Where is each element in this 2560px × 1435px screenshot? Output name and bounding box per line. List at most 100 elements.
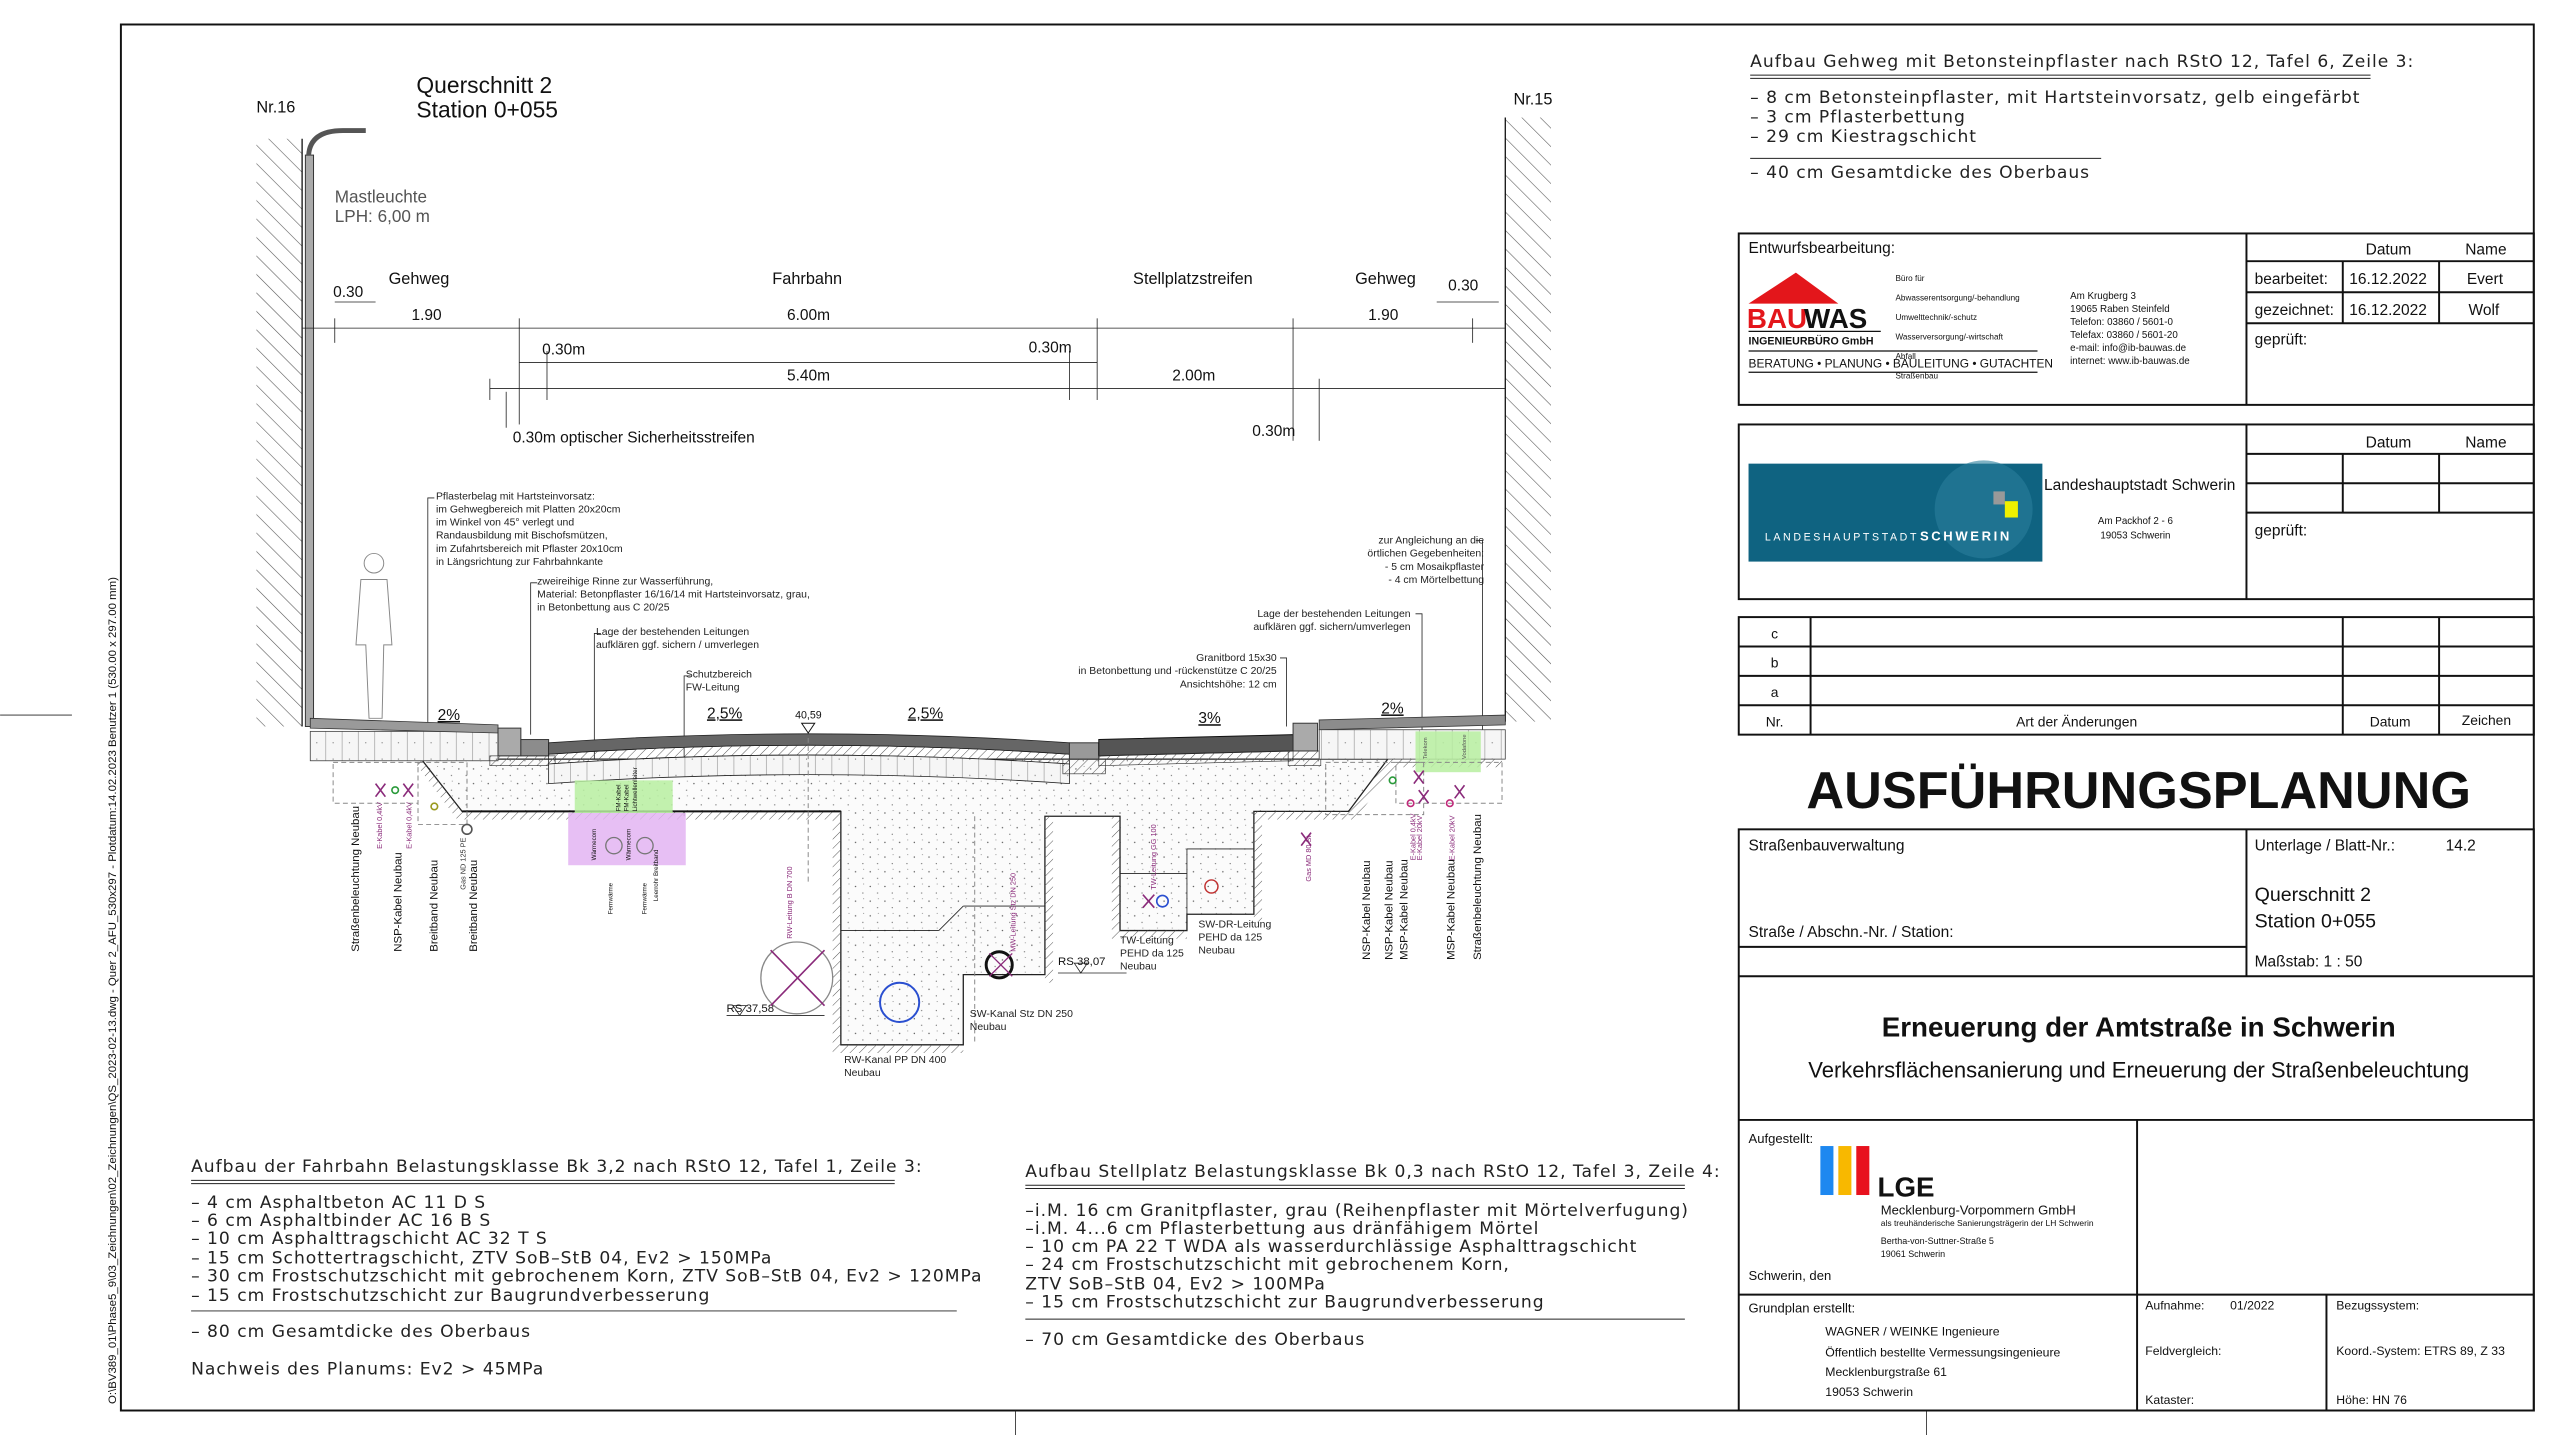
gehweg-layers-1: – 3 cm Pflasterbettung — [1750, 107, 1966, 127]
fahrbahn-layers-3: – 15 cm Schottertragschicht, ZTV SoB–StB… — [191, 1249, 772, 1269]
annotations-leitungen-right-0: Lage der bestehenden Leitungen — [1257, 609, 1410, 620]
annotations-rinne-0: zweireihige Rinne zur Wasserführung, — [537, 576, 713, 587]
fahrbahn-layers-1: – 6 cm Asphaltbinder AC 16 B S — [191, 1211, 491, 1231]
utilities-right-small-2: E-Kabel 20kV — [1448, 815, 1457, 860]
utilities-fw-labels-1: Fernwärme — [607, 882, 614, 914]
titleblock-schwerin-address-0: Am Packhof 2 - 6 — [2098, 516, 2174, 527]
stellplatz-heading: Aufbau Stellplatz Belastungsklasse Bk 0,… — [1025, 1162, 1720, 1182]
geprueft-label-2: geprüft: — [2255, 522, 2308, 539]
titleblock-bauwas-services-0: Büro für — [1895, 274, 1924, 283]
titleblock-bauwas-logo-sub: INGENIEURBÜRO GmbH — [1749, 334, 1874, 347]
utilities-right-small-0: E-Kabel 0,4kV — [1409, 813, 1418, 860]
utilities-right-labels-1: NSP-Kabel Neubau — [1384, 860, 1396, 960]
cross-section — [309, 714, 1506, 1053]
annotations-leitungen-left-0: Lage der bestehenden Leitungen — [596, 627, 749, 638]
note-leitungen-right: Lage der bestehenden Leitungen aufklären… — [1253, 609, 1410, 633]
utilities-rw-kanal-1: Neubau — [844, 1068, 881, 1079]
label-sw-dr-leitung: SW-DR-Leitung PEHD da 125 Neubau — [1198, 919, 1271, 956]
annotations-rinne-2: in Betonbettung aus C 20/25 — [537, 603, 670, 614]
utilities-left-labels-0: Straßenbeleuchtung Neubau — [350, 806, 362, 952]
label-rw-leitung: RW-Leitung B DN 700 — [785, 866, 794, 938]
utilities-fw-labels-3: Fernwärme — [642, 882, 649, 914]
utilities-right-small-1: E-Kabel 20kV — [1415, 815, 1424, 860]
file-path: O:\BV389_01\Phase5_9\03_Zeichnungen\02_Z… — [107, 577, 119, 1404]
utilities-right-labels-2: MSP-Kabel Neubau — [1398, 859, 1410, 960]
annotations-angleichung-2: - 5 cm Mosaikpflaster — [1385, 562, 1485, 573]
stellplatz-total: – 70 cm Gesamtdicke des Oberbaus — [1025, 1330, 1365, 1350]
titleblock-bauwas-address-2: Telefon: 03860 / 5601-0 — [2070, 317, 2173, 328]
kataster-label: Kataster: — [2145, 1393, 2194, 1407]
grundplan-label: Grundplan erstellt: — [1749, 1301, 1856, 1316]
bearbeitet-date: 16.12.2022 — [2349, 271, 2427, 288]
elevation-crown: 40,59 — [795, 709, 822, 721]
project-subtitle: Verkehrsflächensanierung und Erneuerung … — [1808, 1057, 2469, 1082]
titleblock-changes-rows-2: a — [1771, 684, 1779, 700]
lge-logo: LGE — [1820, 1146, 1935, 1203]
utilities-left-labels-2: Breitband Neubau — [429, 860, 441, 952]
marker-right: Nr.15 — [1513, 90, 1552, 108]
annotations-pflaster-3: Randausbildung mit Bischofsmützen, — [436, 531, 608, 542]
note-angleichung: zur Angleichung an die örtlichen Gegeben… — [1367, 536, 1484, 586]
slopes-1: 2,5% — [707, 705, 743, 722]
annotations-leitungen-right-1: aufklären ggf. sichern/umverlegen — [1253, 622, 1410, 633]
utilities-fw-labels-2: Wärmecom — [625, 829, 632, 861]
titleblock-grundplan-lines-2: Mecklenburgstraße 61 — [1825, 1365, 1947, 1379]
section-station: Station 0+055 — [416, 97, 558, 123]
dim-gehweg-right: 1.90 — [1368, 307, 1399, 324]
utilities-right-labels-0: NSP-Kabel Neubau — [1361, 860, 1373, 960]
entwurf-label: Entwurfsbearbeitung: — [1749, 240, 1895, 257]
section-gehweg-left: Gehweg — [389, 270, 450, 288]
fahrbahn-layers-0: – 4 cm Asphaltbeton AC 11 D S — [191, 1193, 486, 1213]
dim-gehweg-left: 1.90 — [411, 307, 442, 324]
titleblock-bauwas-services-5: Straßenbau — [1895, 372, 1938, 381]
pipe-mw-icon — [984, 950, 1014, 980]
annotations-leitungen-left-1: aufklären ggf. sichern / umverlegen — [596, 640, 759, 651]
label-rw-kanal: RW-Kanal PP DN 400 Neubau — [844, 1055, 946, 1079]
annotations-pflaster-4: im Zufahrtsbereich mit Pflaster 20x10cm — [436, 544, 623, 555]
annotations-pflaster-2: im Winkel von 45° verlegt und — [436, 518, 574, 529]
utilities-left-small-2: Gas ND 125 PE — [458, 837, 467, 889]
utilities-tw-2: Neubau — [1120, 962, 1157, 973]
annotations-angleichung-0: zur Angleichung an die — [1378, 536, 1484, 547]
utilities-tw-0: TW-Leitung — [1120, 936, 1174, 947]
marker-left: Nr.16 — [256, 99, 295, 117]
gezeichnet-label: gezeichnet: — [2255, 302, 2334, 319]
note-granitbord: Granitbord 15x30 in Betonbettung und -rü… — [1078, 653, 1277, 690]
label-tw-leitung: TW-Leitung PEHD da 125 Neubau — [1120, 936, 1184, 973]
utilities-right-small-4: Vodafone — [1462, 734, 1468, 759]
verwaltung-label: Straßenbauverwaltung — [1749, 838, 1905, 855]
label-sw-kanal: SW-Kanal Stz DN 250 Neubau — [970, 1009, 1073, 1033]
dim-safety-strip: 0.30m optischer Sicherheitsstreifen — [513, 429, 755, 446]
fahrbahn-layers-2: – 10 cm Asphalttragschicht AC 32 T S — [191, 1229, 548, 1249]
utilities-sw-kanal-0: SW-Kanal Stz DN 250 — [970, 1009, 1073, 1020]
dim-parking: 2.00m — [1172, 367, 1215, 384]
titleblock-bauwas-address-5: internet: www.ib-bauwas.de — [2070, 356, 2190, 367]
titleblock-bauwas-address-0: Am Krugberg 3 — [2070, 291, 2136, 302]
utilities-right-labels-3: MSP-Kabel Neubau — [1446, 859, 1458, 960]
schwerin-logo: LANDESHAUPTSTADT SCHWERIN — [1748, 460, 2043, 562]
fahrbahn-heading: Aufbau der Fahrbahn Belastungsklasse Bk … — [191, 1157, 922, 1177]
utilities-right-labels-4: Straßenbeleuchtung Neubau — [1472, 814, 1484, 960]
utilities-fw-labels-4: Leerrohr Breitband — [653, 849, 660, 901]
gehweg-heading: Aufbau Gehweg mit Betonsteinpflaster nac… — [1750, 52, 2414, 72]
utilities-fw-labels-0: Wärmecom — [591, 829, 598, 861]
wall-right — [1504, 117, 1552, 722]
gehweg-total: – 40 cm Gesamtdicke des Oberbaus — [1750, 163, 2090, 183]
elevation-rs-left: RS 37,58 — [727, 1003, 775, 1015]
annotations-angleichung-3: - 4 cm Mörtelbettung — [1388, 575, 1484, 586]
schwerin-den: Schwerin, den — [1749, 1268, 1832, 1283]
geprueft-label-1: geprüft: — [2255, 331, 2308, 348]
titleblock-schwerin-logo-text-a: LANDESHAUPTSTADT — [1765, 531, 1919, 543]
label-gas-right: Gas MD 80 St — [1304, 836, 1313, 882]
slopes-3: 3% — [1198, 710, 1221, 727]
utilities-right-small-3: Telekom — [1423, 737, 1429, 759]
utilities-tw-1: PEHD da 125 — [1120, 949, 1184, 960]
lamp-height: LPH: 6,00 m — [335, 206, 430, 226]
slopes-4: 2% — [1381, 700, 1404, 717]
slope-markers: 2% 2,5% 2,5% 3% 2% — [438, 700, 1404, 727]
utilities-sw-dr-0: SW-DR-Leitung — [1198, 919, 1271, 930]
annotations-schutz-0: Schutzbereich — [686, 670, 752, 681]
utilities-left-small-1: E-Kabel 0,4kV — [404, 802, 413, 849]
annotations-granitbord-0: Granitbord 15x30 — [1196, 653, 1277, 664]
